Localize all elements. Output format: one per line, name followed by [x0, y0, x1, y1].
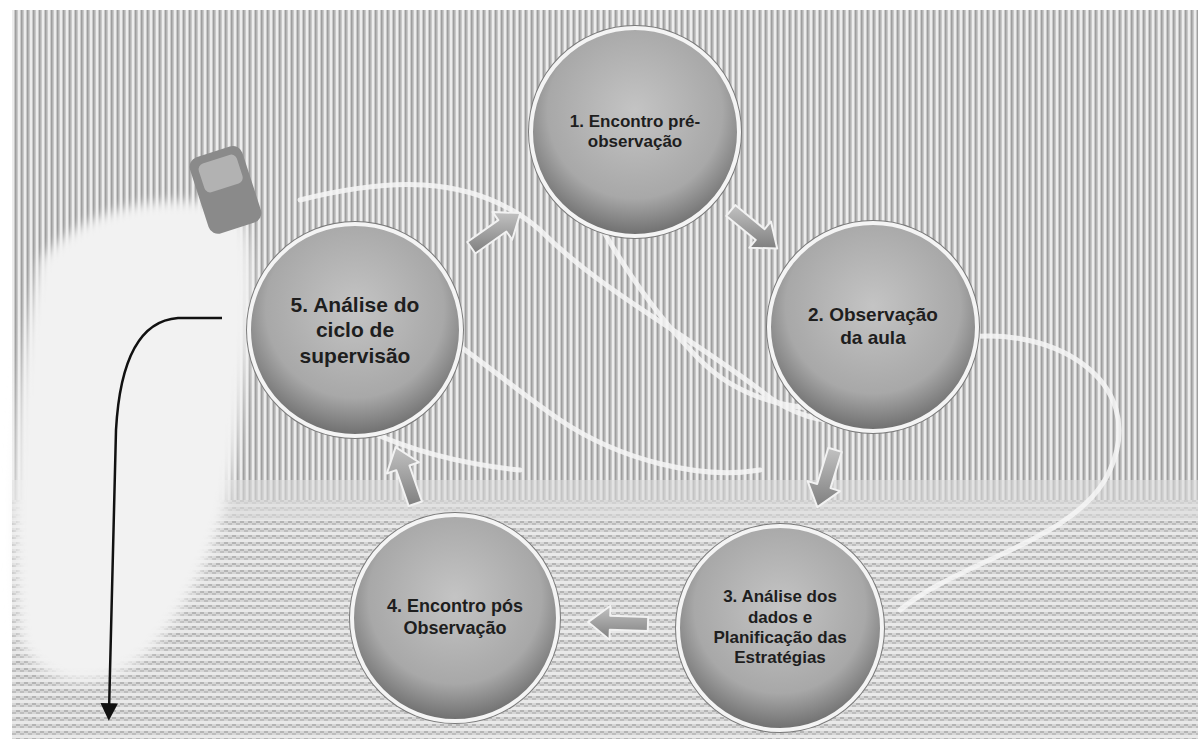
- circle-label: 1. Encontro pré-observação: [559, 112, 712, 153]
- cycle-arrow: [726, 205, 777, 248]
- cycle-arrow: [808, 448, 842, 507]
- cycle-circle: 2. Observação da aula: [765, 219, 981, 435]
- circle-label: 2. Observação da aula: [797, 304, 950, 350]
- cycle-arrow: [467, 212, 520, 254]
- cycle-circle: 5. Análise do ciclo de supervisão: [245, 220, 465, 440]
- leader-arrow: [109, 318, 222, 712]
- cycle-circle: 1. Encontro pré-observação: [527, 24, 743, 240]
- cycle-circle: 4. Encontro pós Observação: [348, 511, 562, 725]
- cycle-arrow: [387, 447, 422, 506]
- circle-label: 5. Análise do ciclo de supervisão: [277, 292, 433, 368]
- cycle-arrow: [588, 606, 648, 640]
- circle-label: 4. Encontro pós Observação: [379, 596, 531, 639]
- circle-label: 3. Análise dos dados e Planificação das …: [705, 587, 856, 669]
- cycle-circle: 3. Análise dos dados e Planificação das …: [674, 522, 886, 734]
